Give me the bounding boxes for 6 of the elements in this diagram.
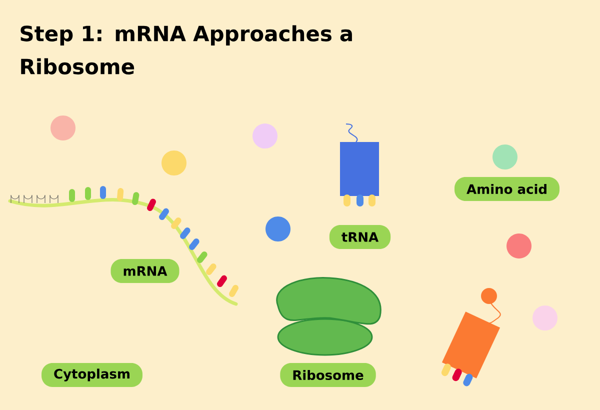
- label-pill: mRNA: [110, 259, 180, 283]
- label-pill: tRNA: [329, 225, 391, 249]
- title: Step 1: mRNA Approaches a Ribosome: [20, 25, 352, 74]
- label-pill: Ribosome: [280, 363, 376, 387]
- label-pill: Amino acid: [454, 177, 560, 201]
- label-pill: Cytoplasm: [42, 363, 142, 387]
